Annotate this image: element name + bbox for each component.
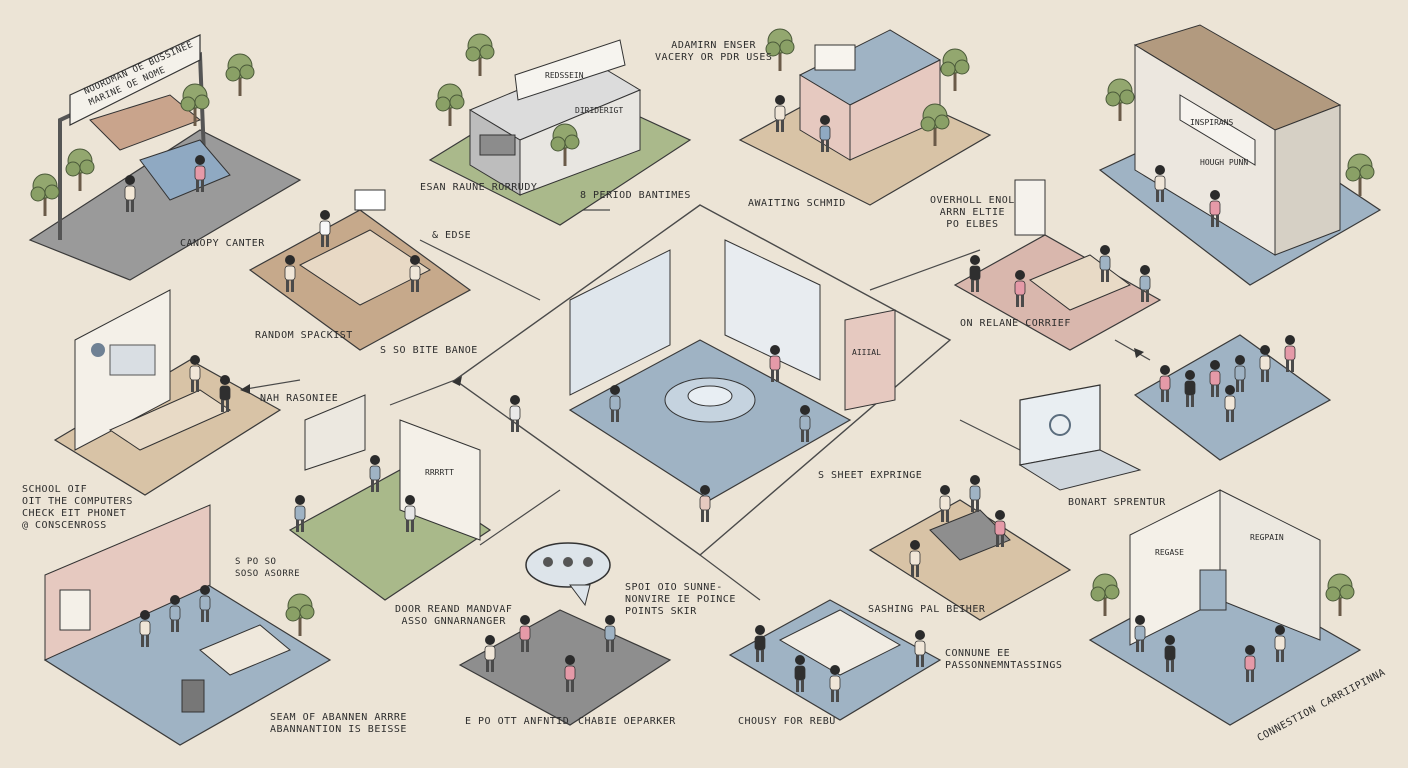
scene-laptop xyxy=(1018,384,1142,491)
scene-middle-left-stage: RRRRTT xyxy=(288,394,492,601)
label-chabie-oeparker: CHABIE OEPARKER xyxy=(578,716,676,727)
right-note: OVERHOLL ENOL ARRN ELTIE PO ELBES xyxy=(930,195,1015,230)
center-bottom-note: DOOR REAND MANDVAF ASSO GNNARNANGER xyxy=(395,604,513,627)
middle-note-1: ESAN RAUNE RORRUDY xyxy=(420,182,538,193)
scene-bottom-right-room: REGASE REGPAIN xyxy=(1088,489,1362,726)
label-awaiting-schmid: AWAITING SCHMID xyxy=(748,198,846,209)
scene-right-crowd xyxy=(1133,334,1332,461)
top-building-sub-text: DIRIDERIGT xyxy=(575,106,623,115)
bottom-right-board-b: REGPAIN xyxy=(1250,533,1284,542)
center-board-text: RRRRTT xyxy=(425,468,454,477)
scene-bottom-left-room xyxy=(43,504,332,746)
top-building-sign-text: REDSSEIN xyxy=(545,71,584,80)
scene-center-hub: AIIIAL xyxy=(509,239,896,523)
middle-note-2: & EDSE xyxy=(432,230,472,241)
middle-board-text: AIIIAL xyxy=(852,348,881,357)
arrows xyxy=(240,348,1144,394)
top-building-sign xyxy=(514,39,626,101)
scene-machine xyxy=(868,474,1072,621)
label-period-bantimes: 8 PERIOD BANTIMES xyxy=(580,190,691,201)
left-side-note: SCHOOL OIF OIT THE COMPUTERS CHECK EIT P… xyxy=(22,484,133,531)
bottom-right-board-a: REGASE xyxy=(1155,548,1184,557)
label-bonart-sprentur: BONART SPRENTUR xyxy=(1068,497,1166,508)
label-anfntid: E PO OTT ANFNTID xyxy=(465,716,570,727)
label-abannen-arrre: SEAM OF ABANNEN ARRRE ABANNANTION IS BEI… xyxy=(270,712,407,735)
far-right-sign-text: INSPIRANS xyxy=(1190,118,1234,127)
top-center-note: ADAMIRN ENSER VACERY OR PDR USES xyxy=(655,40,773,63)
connection-lines xyxy=(239,204,1151,601)
scene-right-workshop xyxy=(953,179,1162,351)
scene-workshop-table xyxy=(248,189,472,351)
scene-far-right-building: INSPIRANS HOUGH PUNN xyxy=(1098,24,1382,286)
label-so-bite-banoe: S SO BITE BANOE xyxy=(380,345,478,356)
scene-top-left-booth xyxy=(28,34,302,281)
label-sheet-expringe: S SHEET EXPRINGE xyxy=(818,470,923,481)
bottom-center-note: SPOI OIO SUNNE- NONVIRE IE POINCE POINTS… xyxy=(625,582,736,617)
scene-left-presentation xyxy=(53,289,282,496)
bottom-right-note: CONNUNE EE PASSONNEMNTASSINGS xyxy=(945,648,1063,671)
label-nah-rasoniee: NAH RASONIEE xyxy=(260,393,339,404)
scene-top-middle-building: REDSSEIN DIRIDERIGT xyxy=(428,33,692,226)
label-random-spackist: RANDOM SPACKIST xyxy=(255,330,353,341)
label-sashing-pal: SASHING PAL BEIHER xyxy=(868,604,986,615)
scene-bottom-table xyxy=(728,599,942,721)
scene-top-right-shop xyxy=(738,28,992,206)
far-right-sub-text: HOUGH PUNN xyxy=(1200,158,1248,167)
label-canopy-canter: CANOPY CANTER xyxy=(180,238,265,249)
scene-bottom-middle-chat xyxy=(458,542,672,726)
label-chousy-rebu: CHOUSY FOR REBU xyxy=(738,716,836,727)
bottom-left-note: S PO SO SOSO ASORRE xyxy=(235,557,301,579)
label-relane-corrief: ON RELANE CORRIEF xyxy=(960,318,1071,329)
top-left-sign xyxy=(69,34,201,126)
